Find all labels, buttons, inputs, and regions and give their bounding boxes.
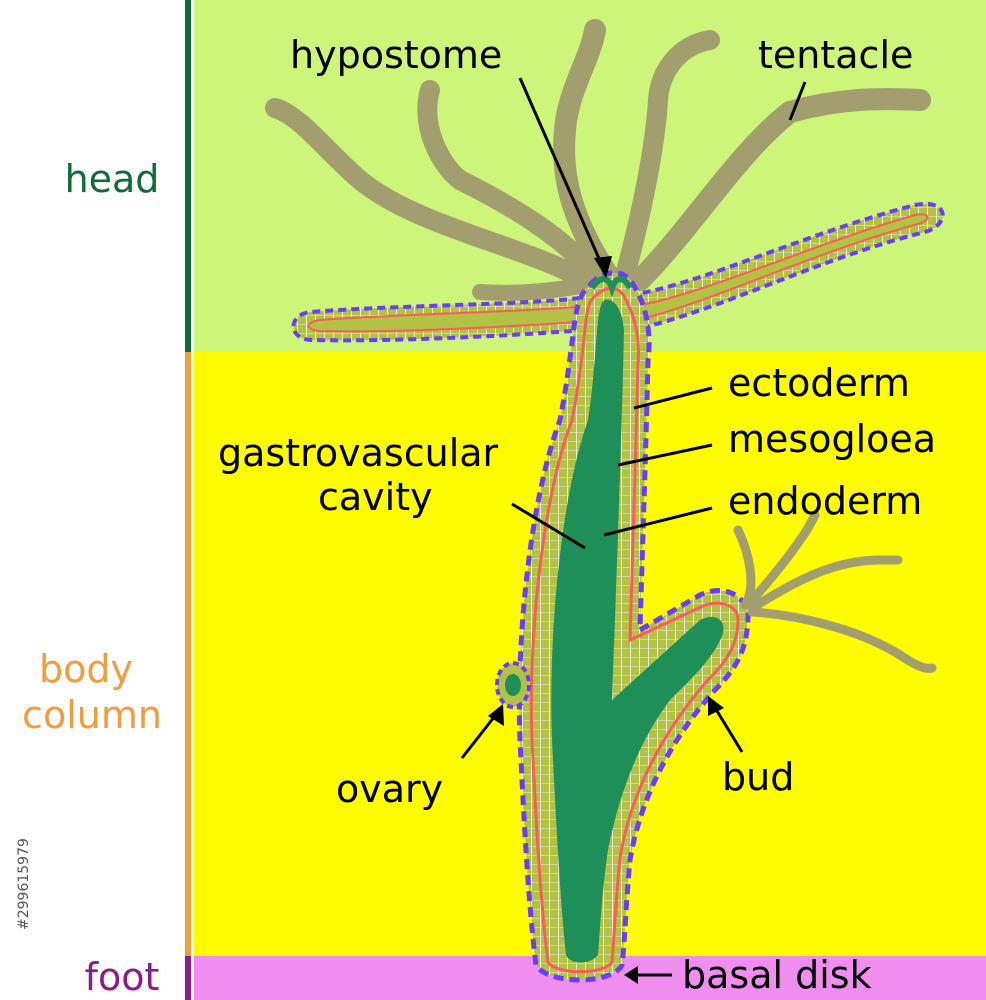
label-basal-disk: basal disk	[682, 953, 872, 997]
pointer-endoderm	[603, 506, 713, 537]
label-gastrovascular: gastrovascular	[218, 431, 499, 475]
tentacle-3	[553, 19, 619, 286]
tentacle-2	[417, 80, 608, 290]
pointer-tentacle	[788, 81, 807, 121]
region-label-head: head	[65, 157, 160, 201]
pointer-basal-disk-head	[624, 966, 638, 984]
label-bud: bud	[722, 755, 794, 799]
tentacles	[265, 19, 931, 301]
tentacle-5	[629, 88, 931, 291]
pointer-ovary-head	[488, 704, 504, 726]
pointer-cavity	[511, 502, 586, 550]
pointer-hypostome-head	[594, 256, 612, 278]
region-label-column: column	[22, 693, 162, 737]
pointer-bud-head	[708, 696, 724, 716]
label-hypostome: hypostome	[290, 33, 502, 77]
label-mesogloea: mesogloea	[728, 417, 936, 461]
stock-id-watermark: #299615979	[16, 838, 32, 930]
pointer-hypostome	[518, 77, 606, 271]
bud-tentacles	[733, 510, 937, 673]
label-endoderm: endoderm	[728, 479, 922, 523]
pointer-ovary	[460, 711, 500, 759]
tentacle-6	[472, 275, 606, 301]
tentacle-4	[615, 30, 720, 285]
label-tentacle: tentacle	[758, 33, 913, 77]
pointer-ectoderm	[633, 386, 713, 410]
tentacle-arm-left	[291, 296, 586, 343]
label-cavity: cavity	[318, 475, 433, 519]
pointer-mesogloea	[617, 443, 713, 467]
ovary-shape	[495, 661, 531, 709]
tentacle-1	[265, 98, 600, 295]
label-ovary: ovary	[336, 767, 443, 811]
region-label-foot: foot	[85, 955, 160, 999]
tentacle-arm-right	[629, 201, 945, 330]
pointer-bud	[712, 705, 744, 753]
gastrovascular-cavity-shape	[551, 299, 724, 963]
region-label-body: body	[39, 647, 133, 691]
label-ectoderm: ectoderm	[728, 361, 910, 405]
hypostome-shape	[589, 276, 633, 298]
